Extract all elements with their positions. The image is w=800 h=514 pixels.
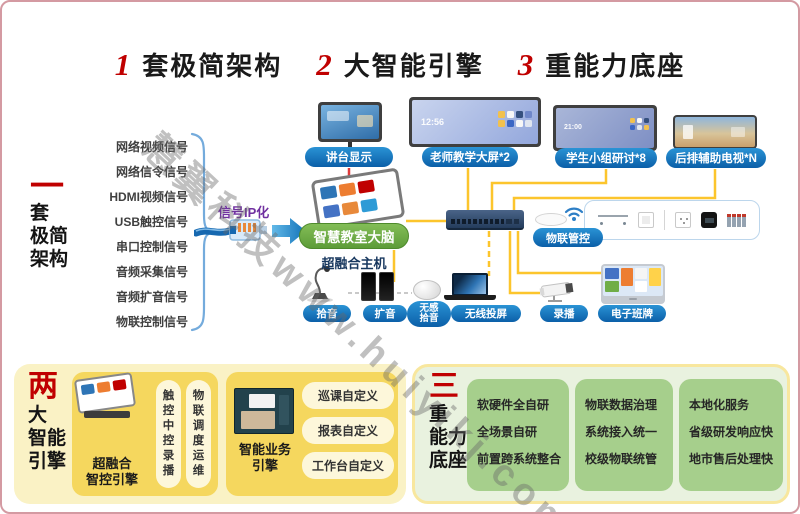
title-label-3: 重能力底座	[545, 51, 686, 81]
student-screen-clock: 21:00	[564, 124, 582, 131]
section-marker-foundation: 三 重 能力 底座	[429, 370, 468, 472]
app-tile	[360, 197, 378, 213]
hyperfusion-engine-card: 超融合 智控引擎 触控中控录播 物联调度运维	[72, 372, 218, 496]
device-pill-student-screen: 学生小组研讨*8	[555, 148, 657, 168]
camera-icon	[539, 282, 574, 302]
section-marker-architecture: 一 套 极简 架构	[30, 168, 86, 271]
title-number-2: 2	[316, 47, 332, 82]
hyperfusion-host-label: 超融合主机	[321, 256, 387, 271]
signal-list: 网络视频信号 网络信令信号 HDMI视频信号 USB触控信号 串口控制信号 音频…	[96, 135, 188, 335]
device-pill-wireless-cast: 无线投屏	[451, 305, 521, 322]
class-sign-icon	[601, 264, 665, 304]
title-label-2: 大智能引擎	[343, 51, 484, 81]
signal-item: 网络信令信号	[115, 165, 188, 179]
device-pill-recording: 录播	[540, 305, 588, 322]
class-sign-screen	[603, 266, 663, 296]
foundation-card-3: 本地化服务 省级研发响应快 地市售后处理快	[679, 379, 783, 491]
thermostat-icon	[701, 212, 717, 228]
control-engine-device-icon	[73, 372, 137, 414]
signal-item: 物联控制信号	[115, 315, 188, 329]
engine-feature-pill: 物联调度运维	[186, 380, 211, 488]
app-tile	[338, 182, 357, 197]
business-engine-name: 智能业务 引擎	[238, 442, 291, 473]
foundation-card-1: 软硬件全自研 全场景自研 前置跨系统整合	[467, 379, 569, 491]
iot-devices-box	[584, 200, 760, 240]
device-pill-class-sign: 电子班牌	[598, 305, 666, 322]
device-pill-iot-control: 物联管控	[533, 228, 603, 247]
page-title: 1 套极简架构 2 大智能引擎 3 重能力底座	[2, 46, 798, 83]
app-tile	[357, 179, 375, 194]
student-screen-icon: 21:00	[553, 105, 657, 151]
device-pill-rear-tv: 后排辅助电视*N	[666, 148, 766, 168]
title-item-1: 1 套极简架构	[115, 46, 283, 83]
device-pill-teacher-screen: 老师教学大屏*2	[422, 147, 518, 167]
power-socket-icon	[675, 212, 691, 228]
title-number-1: 1	[114, 47, 131, 82]
signal-ip-label: 信号IP化	[218, 205, 270, 220]
gooseneck-mic-icon	[307, 266, 333, 303]
title-label-1: 套极简架构	[142, 51, 283, 81]
laptop-icon	[444, 273, 496, 300]
business-engine-card: 智能业务 引擎 巡课自定义 报表自定义 工作台自定义	[226, 372, 398, 496]
wireless-ap-icon	[535, 213, 567, 226]
foundation-card-2: 物联数据治理 系统接入统一 校级物联统管	[575, 379, 673, 491]
device-pill-wireless-pickup: 无感拾音	[407, 301, 451, 327]
engines-section: 两 大 智能 引擎 超融合 智控引擎 触控中控录播 物联调度运维	[14, 364, 406, 504]
signal-item: 音频扩音信号	[115, 290, 188, 304]
app-tile	[322, 203, 341, 218]
teacher-screen-icon: 12:56	[409, 97, 541, 147]
engine-feature-pill: 工作台自定义	[302, 452, 394, 479]
app-tile	[341, 200, 360, 215]
podium-monitor-icon	[318, 102, 382, 152]
foundation-section: 三 重 能力 底座 软硬件全自研 全场景自研 前置跨系统整合 物联数据治理 系统…	[412, 364, 790, 504]
engine-feature-pill: 触控中控录播	[156, 380, 181, 488]
speakers-icon	[361, 272, 394, 301]
teacher-screen-clock: 12:56	[421, 117, 445, 127]
device-pill-pickup: 拾音	[303, 305, 351, 322]
title-number-3: 3	[517, 47, 534, 82]
curtain-rail-icon	[598, 215, 628, 225]
business-engine-screenshot-icon	[234, 388, 294, 434]
section-marker-engines: 两 大 智能 引擎	[28, 370, 67, 472]
device-pill-podium-display: 讲台显示	[305, 147, 393, 167]
wall-switch-icon	[638, 212, 654, 228]
app-tile	[319, 185, 338, 200]
engine-feature-pill: 报表自定义	[302, 417, 394, 444]
engine-feature-pill: 巡课自定义	[302, 382, 394, 409]
marker-one: 一	[30, 168, 64, 206]
wifi-icon	[564, 207, 584, 221]
circuit-breaker-icon	[727, 213, 746, 227]
classroom-brain-badge: 智慧教室大脑	[299, 223, 409, 249]
device-pill-amplify: 扩音	[363, 305, 407, 322]
signal-item: 网络视频信号	[115, 140, 188, 154]
signal-item: 串口控制信号	[115, 240, 188, 254]
signal-item: 音频采集信号	[115, 265, 188, 279]
title-item-3: 3 重能力底座	[518, 46, 686, 83]
hub-screen	[310, 167, 406, 231]
signal-item: USB触控信号	[114, 215, 188, 229]
hyperfusion-engine-name: 超融合 智控引擎	[85, 456, 138, 487]
flow-arrow-icon	[272, 218, 306, 244]
ceiling-mic-icon	[413, 280, 441, 300]
ethernet-cable-icon	[194, 219, 267, 241]
signal-item: HDMI视频信号	[109, 190, 188, 204]
title-item-2: 2 大智能引擎	[316, 46, 484, 83]
divider	[664, 210, 665, 230]
teacher-screen-apps	[498, 111, 532, 127]
student-screen-apps	[630, 118, 649, 130]
network-switch-icon	[446, 210, 524, 230]
rear-tv-icon	[673, 115, 757, 149]
